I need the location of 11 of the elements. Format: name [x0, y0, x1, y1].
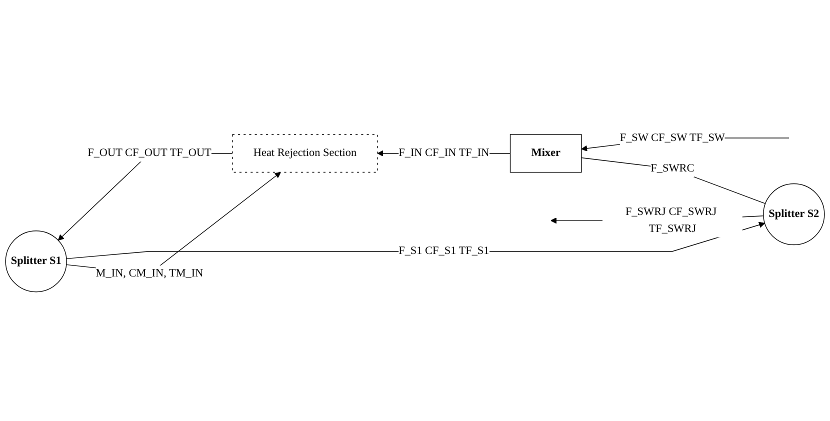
edge-label: F_S1 CF_S1 TF_S1 [398, 244, 490, 257]
node-circle: Splitter S2 [763, 183, 825, 245]
node-box: Mixer [510, 134, 582, 172]
node-circle: Splitter S1 [5, 230, 67, 292]
edge-label: F_IN CF_IN TF_IN [398, 146, 490, 159]
edge-label: F_SWRC [650, 162, 694, 174]
edge-label: M_IN, CM_IN, TM_IN [96, 267, 204, 280]
edge-label: F_SW CF_SW TF_SW [620, 131, 726, 144]
edge-label: F_OUT CF_OUT TF_OUT [88, 146, 212, 159]
connector [581, 157, 766, 204]
edge-label: F_SWRJ CF_SWRJ TF_SWRJ [625, 206, 717, 234]
